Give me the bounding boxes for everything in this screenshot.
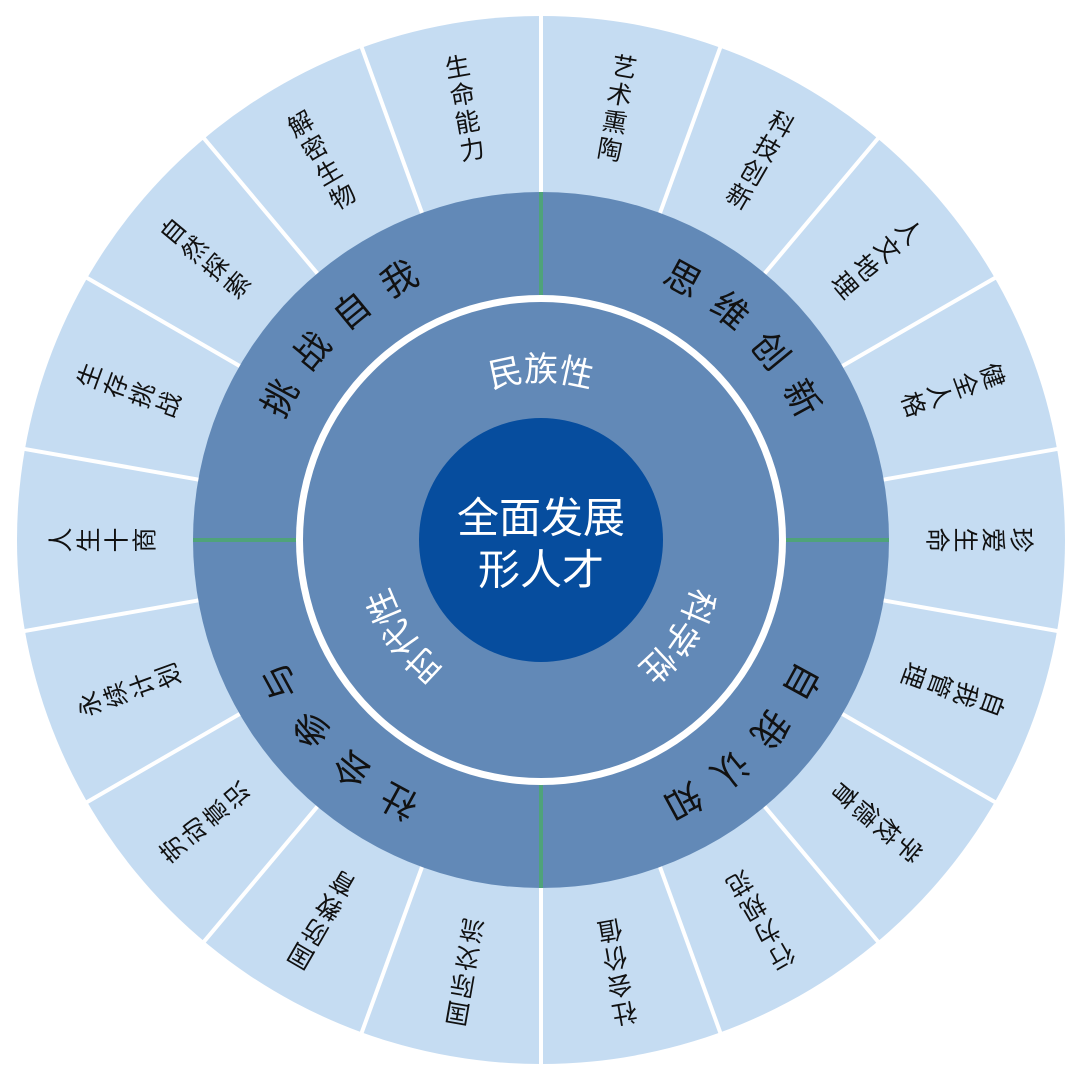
outer-label-char: 人 [47, 527, 76, 552]
outer-divider [84, 275, 243, 369]
outer-label-char: 生 [951, 527, 980, 552]
outer-label-char: 术 [605, 78, 635, 111]
inner-label-char: 民 [485, 351, 527, 397]
outer-label-char: 陶 [595, 134, 625, 167]
outer-label-char: 珍 [1007, 527, 1036, 552]
outer-divider [881, 446, 1060, 482]
inner-label-char: 性 [556, 351, 598, 397]
outer-label-char: 价 [600, 941, 630, 974]
outer-label-char: 能 [453, 106, 483, 139]
outer-label-char: 力 [457, 134, 487, 167]
outer-label-char: 生 [443, 51, 473, 84]
outer-label-char: 值 [595, 914, 625, 947]
outer-divider [657, 864, 723, 1035]
outer-divider [761, 803, 881, 945]
outer-label-char: 社 [610, 996, 640, 1029]
outer-divider [201, 135, 321, 277]
outer-ring-dividers [22, 14, 1060, 1066]
outer-label-char: 爱 [979, 527, 1008, 552]
outer-divider [201, 803, 321, 945]
inner-segment-label: 民族性 [485, 350, 597, 397]
outer-divider [839, 711, 998, 805]
outer-divider [657, 45, 723, 216]
outer-label-char: 商 [131, 527, 160, 552]
outer-label-char: 会 [605, 969, 635, 1002]
outer-label-char: 艺 [610, 51, 640, 84]
center-circle [419, 418, 663, 662]
outer-divider [22, 446, 201, 482]
outer-label-char: 际 [448, 969, 478, 1002]
inner-label-char: 族 [524, 350, 558, 390]
outer-label-char: 流 [457, 914, 487, 947]
center-title-line-1: 全面发展 [457, 494, 625, 543]
outer-divider [359, 45, 425, 216]
middle-ring-dividers [193, 192, 889, 888]
center-title-line-2: 形人才 [478, 546, 604, 595]
outer-label-char: 生 [75, 527, 104, 552]
outer-divider [22, 598, 201, 634]
outer-label-char: 命 [448, 78, 478, 111]
outer-label-char: 熏 [600, 106, 630, 139]
outer-divider [881, 598, 1060, 634]
outer-divider [84, 711, 243, 805]
outer-label-char: 交 [453, 941, 483, 974]
outer-segment-label: 人生十商 [47, 527, 160, 552]
outer-divider [839, 275, 998, 369]
outer-label-char: 国 [443, 996, 473, 1029]
outer-divider [359, 864, 425, 1035]
outer-label-char: 十 [103, 527, 132, 552]
outer-divider [761, 135, 881, 277]
outer-label-char: 命 [923, 527, 952, 552]
